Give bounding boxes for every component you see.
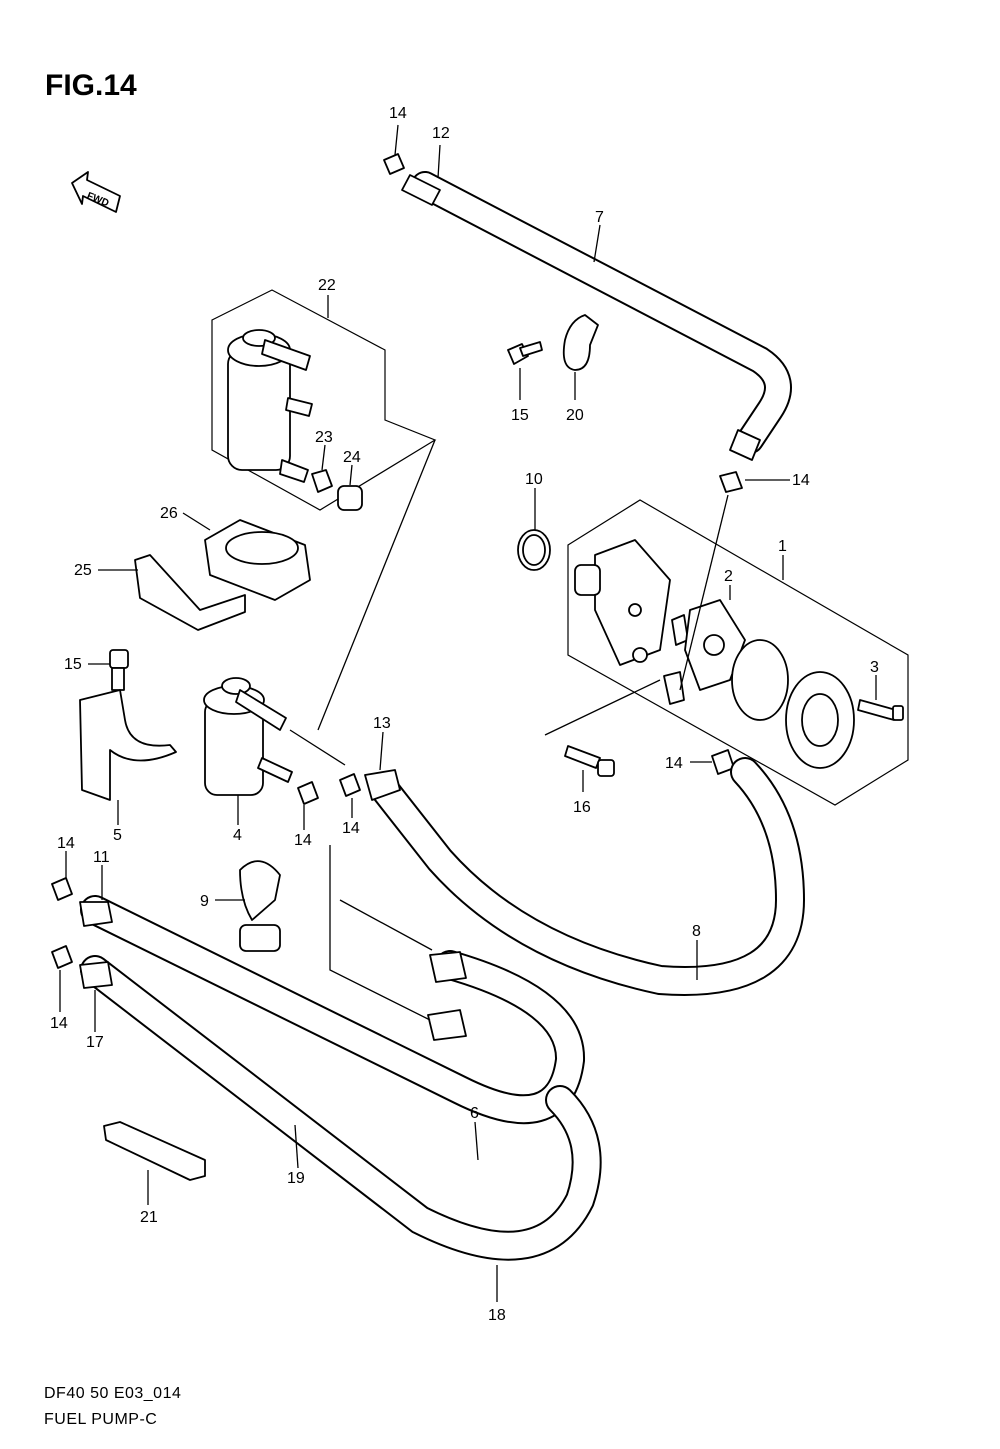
callout-11: 11 [93, 849, 110, 866]
callout-4: 4 [233, 827, 242, 844]
assembly-line-pump [544, 679, 661, 736]
hose-clamp-14-filter-b [297, 781, 319, 805]
callout-20: 20 [566, 407, 584, 424]
fuel-pump-box-1 [567, 499, 909, 806]
callout-14: 14 [50, 1015, 68, 1032]
bracket-5 [79, 689, 177, 801]
callout-15: 15 [511, 407, 529, 424]
hose-clamp-20 [562, 314, 599, 371]
callout-14: 14 [389, 105, 407, 122]
callout-14: 14 [294, 832, 312, 849]
fuel-pump-body [574, 539, 689, 705]
assembly-line-22 [317, 439, 436, 731]
forward-arrow-icon: FWD [71, 171, 121, 213]
callout-22: 22 [318, 277, 336, 294]
hose-clamp-23 [311, 469, 333, 493]
callout-18: 18 [488, 1307, 506, 1324]
cap-24 [337, 485, 363, 511]
fuel-hose-19-18 [79, 955, 602, 1261]
fuel-hose-6 [79, 895, 585, 1125]
bolt-15-top [507, 341, 543, 365]
callout-8: 8 [692, 923, 701, 940]
callout-15: 15 [64, 656, 82, 673]
callout-26: 26 [160, 505, 178, 522]
hose-protector-21 [103, 1121, 206, 1181]
callout-13: 13 [373, 715, 391, 732]
fuel-filter-4 [203, 677, 293, 796]
callout-12: 12 [432, 125, 450, 142]
callout-14: 14 [792, 472, 810, 489]
callout-14: 14 [57, 835, 75, 852]
bracket-25 [134, 554, 246, 631]
callout-7: 7 [595, 209, 604, 226]
leader-lines [59, 124, 877, 1302]
screw-3 [857, 699, 904, 721]
assembly-line-pump-14 [679, 494, 729, 691]
assembly-line-6 [329, 845, 431, 1021]
fuel-hose-8 [364, 757, 806, 996]
callout-25: 25 [74, 562, 92, 579]
callout-19: 19 [287, 1170, 305, 1187]
assembly-line-13 [289, 729, 346, 766]
hose-clamp-14-left-b [51, 945, 73, 969]
fuel-hose-7 [401, 171, 792, 461]
callout-5: 5 [113, 827, 122, 844]
callout-14: 14 [665, 755, 683, 772]
callout-9: 9 [200, 893, 209, 910]
callout-17: 17 [86, 1034, 104, 1051]
callout-16: 16 [573, 799, 591, 816]
callout-21: 21 [140, 1209, 158, 1226]
callout-10: 10 [525, 471, 543, 488]
fuel-filter-22 [227, 329, 313, 483]
hose-clamp-14-left-a [51, 877, 73, 901]
diagram-name: FUEL PUMP-C [44, 1411, 157, 1428]
hose-clamp-9 [239, 860, 281, 952]
callout-2: 2 [724, 568, 733, 585]
callout-1: 1 [778, 538, 787, 555]
callout-24: 24 [343, 449, 361, 466]
assembly-line-8 [339, 899, 433, 951]
callout-3: 3 [870, 659, 879, 676]
callout-6: 6 [470, 1105, 479, 1122]
filter-bracket-26 [204, 519, 311, 601]
hose-clamp-14-filter-a [339, 773, 361, 797]
pump-diaphragm-2 [684, 599, 855, 769]
bolt-16 [564, 745, 615, 777]
hose-clamp-14-pump-top [719, 471, 743, 493]
bolt-15-left [109, 649, 129, 691]
diagram-code: DF40 50 E03_014 [44, 1385, 181, 1402]
callout-23: 23 [315, 429, 333, 446]
figure-title: FIG.14 [45, 69, 137, 102]
hose-clamp-14-top [383, 153, 405, 175]
callout-14: 14 [342, 820, 360, 837]
o-ring-10 [517, 529, 551, 571]
